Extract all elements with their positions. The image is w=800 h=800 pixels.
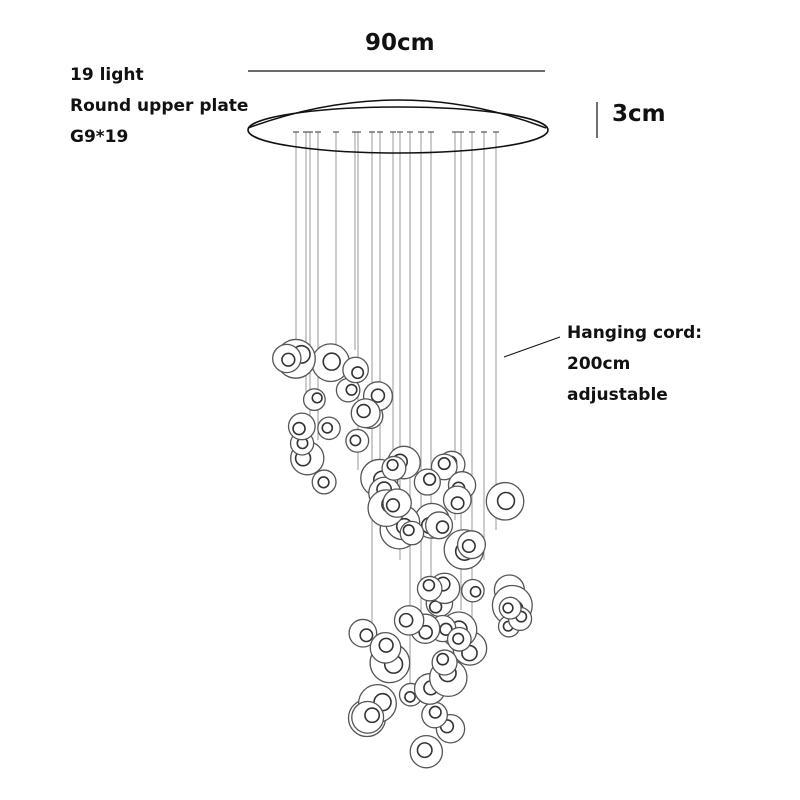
glass-bubble: [430, 453, 458, 481]
glass-bubble: [382, 488, 412, 518]
glass-bubble: [335, 377, 361, 403]
glass-bubble: [287, 412, 316, 441]
glass-bubble: [369, 631, 402, 664]
bulb-type: G9*19: [70, 127, 129, 147]
round-upper-plate: [247, 106, 549, 154]
glass-bubble: [461, 578, 485, 603]
hanging-cords: [293, 131, 499, 690]
glass-bubble: [342, 356, 369, 384]
glass-bubble: [442, 485, 472, 515]
cord-title: Hanging cord:: [567, 323, 703, 343]
cord-pointer-line: [503, 336, 561, 358]
glass-bubble: [399, 520, 425, 546]
cord-label: Hanging cord: 200cm adjustable: [567, 318, 702, 411]
glass-bubble: [350, 398, 381, 429]
glass-bubble: [431, 649, 458, 676]
glass-bubble: [498, 596, 522, 620]
glass-bubble: [485, 481, 525, 521]
glass-bubble: [456, 530, 487, 560]
glass-bubble: [302, 388, 326, 412]
glass-bubble: [381, 455, 407, 481]
spec-list: 19 light Round upper plate G9*19: [70, 60, 248, 153]
glass-bubble: [425, 511, 454, 540]
glass-bubble: [446, 626, 472, 652]
width-label: 90cm: [365, 30, 435, 56]
light-count: 19 light: [70, 65, 144, 85]
glass-bubble: [413, 468, 441, 496]
glass-bubble: [272, 343, 302, 374]
glass-bubble: [409, 734, 444, 769]
height-label: 3cm: [612, 101, 666, 127]
glass-bubble: [351, 700, 385, 734]
cord-length: 200cm: [567, 354, 631, 374]
glass-bubble-clusters: [272, 338, 533, 769]
glass-bubble: [317, 416, 341, 441]
glass-bubble: [416, 575, 443, 602]
glass-bubble: [348, 618, 378, 648]
glass-bubble: [421, 701, 449, 729]
glass-bubble: [311, 469, 337, 495]
cord-note: adjustable: [567, 385, 668, 405]
plate-top-outline: [247, 99, 547, 129]
glass-bubble: [345, 428, 370, 453]
plate-type: Round upper plate: [70, 96, 249, 116]
glass-bubble: [393, 605, 425, 636]
